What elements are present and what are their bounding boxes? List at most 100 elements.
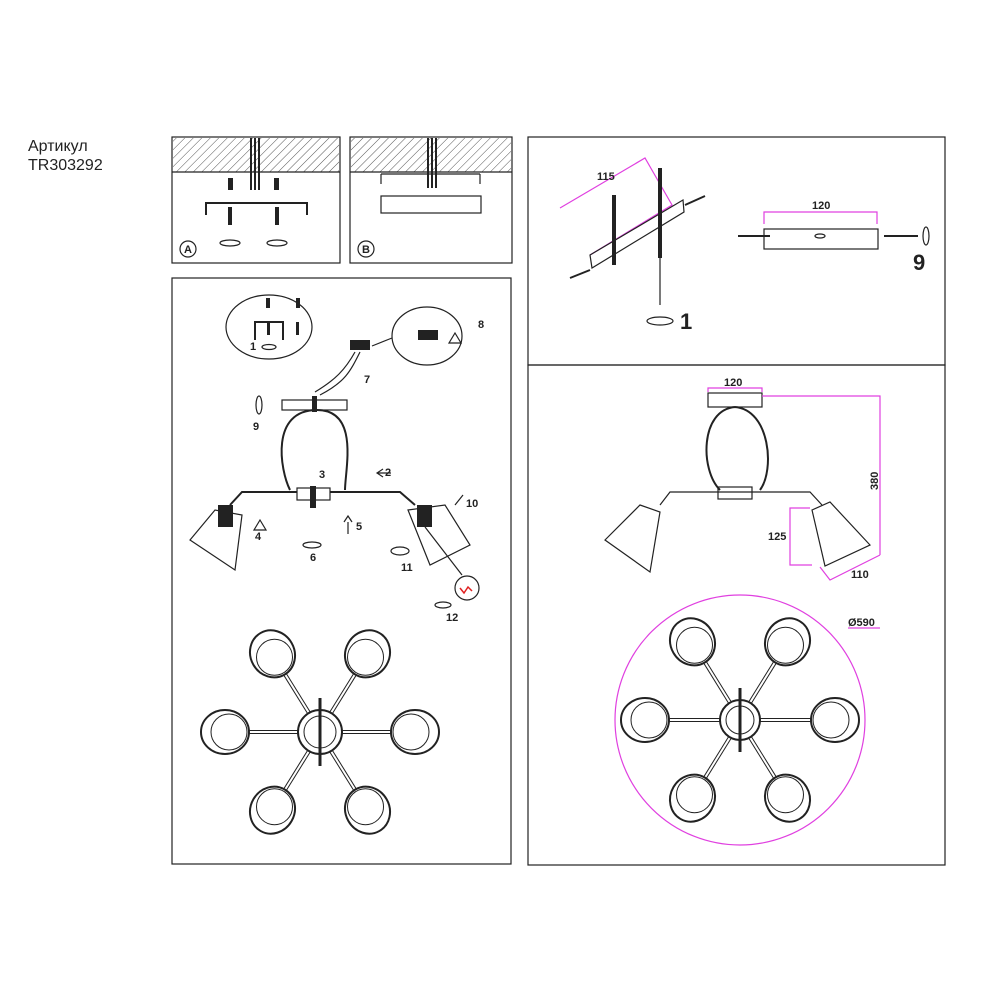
step-label-3: 3 [319,469,325,481]
dimensions-panel: 120 380 125 110 Ø590 [527,364,946,866]
shade-top [248,629,297,679]
step-label-7: 7 [364,374,370,386]
panel-a: A [171,136,341,264]
shade-right [811,501,872,567]
shade-top [668,773,717,823]
shade-top [763,617,812,667]
arrow-up-icon [343,514,353,534]
screw-icon [275,207,279,225]
canopy [763,228,879,250]
shade-top [343,785,392,835]
frame [280,409,349,491]
step-label-11: 11 [401,562,413,574]
arm-inner [330,668,360,714]
step-screw-label: 1 [680,309,692,334]
bulb-icon [454,575,480,601]
arm-inner [700,656,731,704]
arms [659,491,823,506]
arrow-left-icon [375,468,391,478]
step-fix-label: 9 [913,250,925,275]
bracket-length-dimension: 115 [597,171,615,183]
mounting-bracket [205,202,308,215]
frame [705,406,769,491]
assembly-panel: 1 2 3 4 5 6 7 8 9 10 11 12 [171,277,512,865]
height-dimension: 380 [869,472,881,490]
center-hub [717,486,753,500]
lamp-holder [417,505,432,527]
arm-inner [280,668,310,714]
arms [229,491,416,506]
badge-b: B [362,244,370,256]
arrow-icon [454,494,464,506]
rotate-icon [390,546,410,556]
step-label-4: 4 [255,531,262,543]
shade-rim [676,626,713,664]
shade-rim [812,701,850,739]
shade-rim [347,788,384,826]
canopy [380,195,482,214]
top-view [620,617,860,823]
dowel-icon [228,178,233,190]
warning-icon [252,518,268,531]
shade-top [390,709,440,755]
wires [314,351,361,396]
height-dimension-line [762,395,881,555]
shade-rim [630,701,668,739]
shade-top [620,697,670,743]
rotate-icon [219,239,241,247]
mounting-bracket [589,198,685,269]
step-label-1: 1 [250,341,256,353]
rotate-icon [922,226,930,246]
arm-inner [700,736,731,784]
rotate-icon [434,601,452,609]
diameter-dimension: Ø590 [848,617,875,629]
lamp-holder [218,505,233,527]
canopy-width-dimension: 120 [812,200,830,212]
wires [250,138,260,190]
badge-a-circle [179,240,197,258]
shade-rim [347,638,384,676]
rotate-icon [646,316,674,326]
shade-height-dimension: 125 [768,531,786,543]
arm-inner [749,656,780,704]
rotate-icon [255,395,263,415]
mounting-panel: 115 1 120 9 [527,136,946,366]
arm-inner [749,736,780,784]
shade-left [189,509,243,572]
shade-top [343,629,392,679]
canopy [707,392,763,408]
shade-top [668,617,717,667]
badge-a: A [184,244,192,256]
shade-rim [256,638,293,676]
canopy-width-dimension: 120 [724,377,742,389]
shade-right [407,504,471,566]
dimension-line [763,211,878,224]
badge-b-circle [357,240,375,258]
bracket-detail-callout [225,294,313,360]
terminal-block-icon [418,330,438,340]
shade-rim [676,776,713,814]
panel-b: B [349,136,513,264]
wiring-detail-callout [391,306,463,366]
shade-top [248,785,297,835]
screw-icon [658,168,662,258]
arm-inner [280,750,310,796]
rotate-icon [302,541,322,549]
shade-top [810,697,860,743]
terminal-block-icon [350,340,370,350]
article-code: TR303292 [28,157,103,174]
mounting-bracket [380,173,481,184]
screw-icon [228,207,232,225]
top-view [200,629,440,835]
shade-rim [256,788,293,826]
warning-icon [447,331,463,344]
shade-top [763,773,812,823]
shade-rim [767,626,804,664]
step-label-2: 2 [385,467,391,479]
arm-inner [330,750,360,796]
shade-width-dimension: 110 [851,569,869,581]
step-label-6: 6 [310,552,316,564]
rotate-icon [266,239,288,247]
step-label-9: 9 [253,421,259,433]
